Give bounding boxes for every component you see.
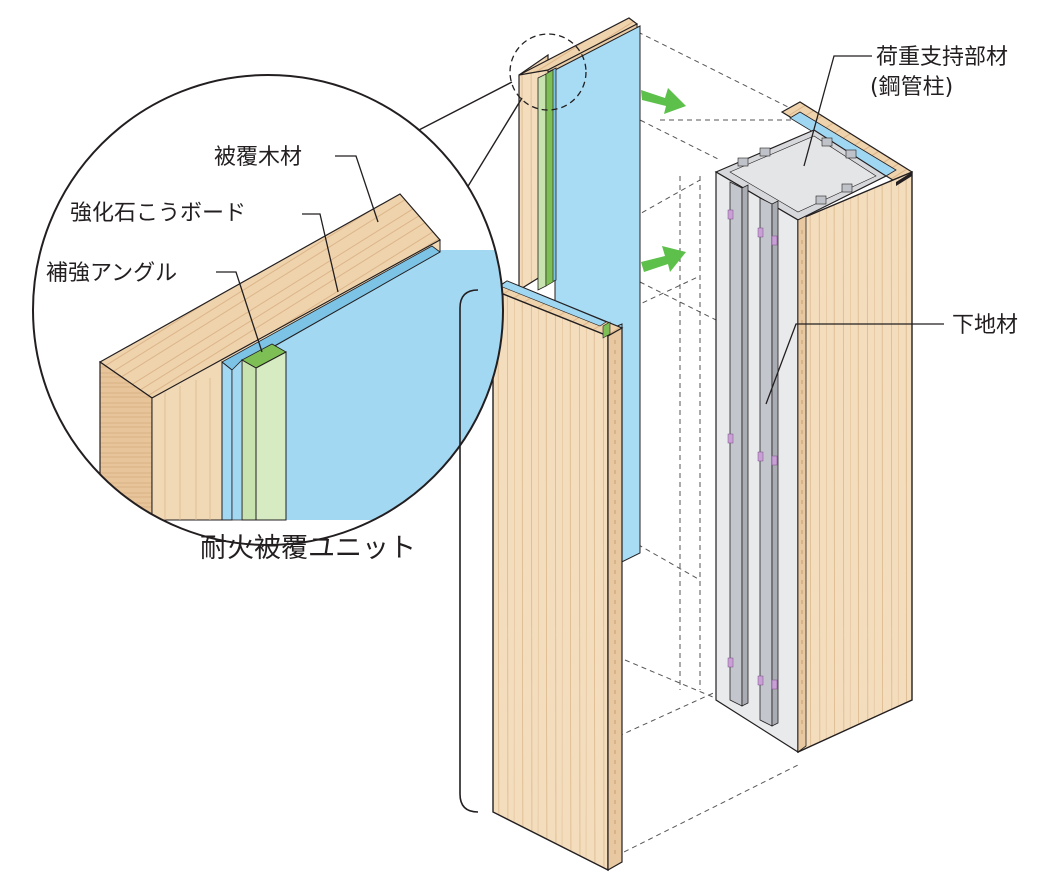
leader-base-material [765, 323, 944, 405]
assembly-arrow-icon [641, 246, 686, 272]
unit-bracket [459, 289, 479, 813]
lower-cover-panel [491, 280, 624, 872]
label-fireproof-unit: 耐火被覆ユニット [200, 533, 416, 564]
leader-load-member [803, 55, 872, 167]
label-covering-wood: 被覆木材 [214, 145, 302, 170]
column-assembly [714, 101, 914, 754]
label-reinforcing-angle: 補強アングル [46, 261, 177, 286]
detail-magnifier [32, 33, 587, 546]
label-base-material: 下地材 [952, 313, 1018, 338]
label-steel-pipe-column: (鋼管柱) [870, 75, 953, 100]
label-load-bearing-member: 荷重支持部材 [876, 45, 1008, 70]
label-gypsum-board: 強化石こうボード [70, 201, 246, 226]
assembly-arrow-icon [641, 88, 686, 114]
